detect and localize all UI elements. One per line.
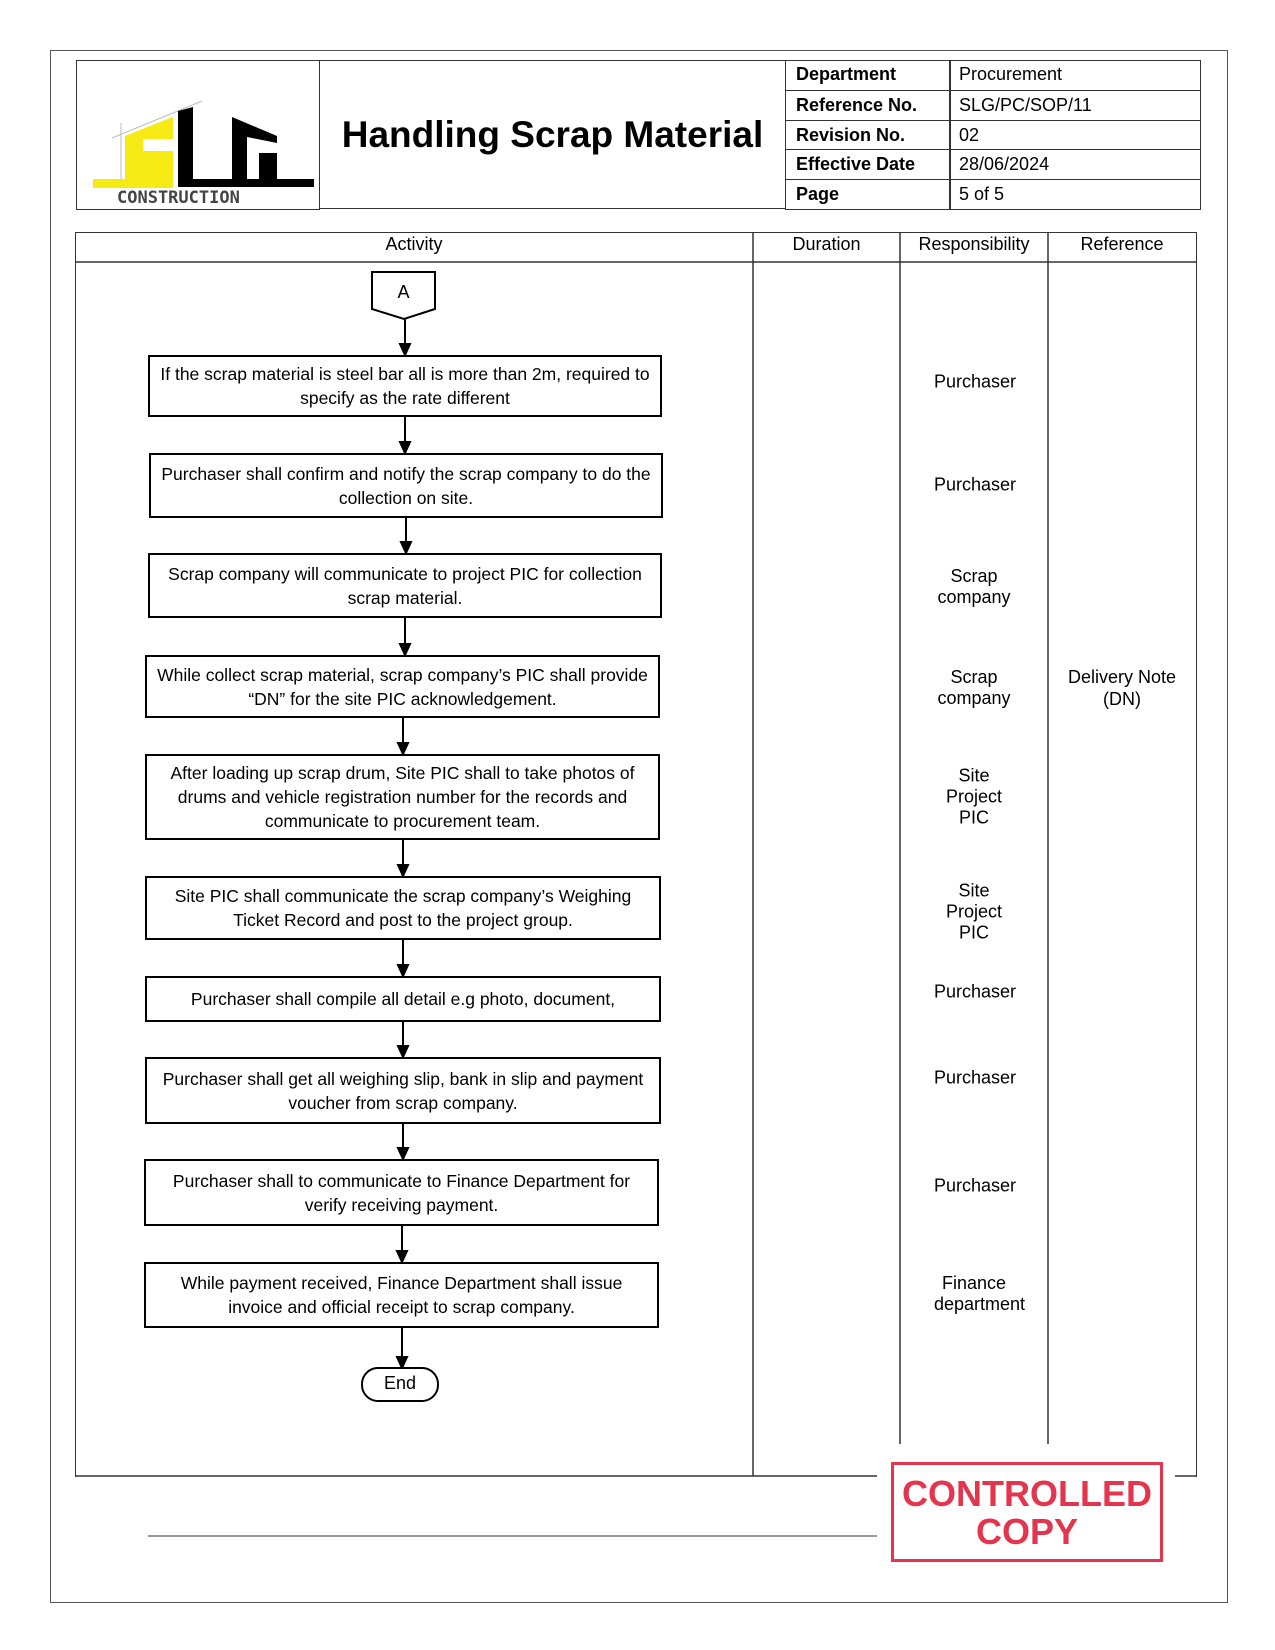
responsibility: Purchaser — [934, 1067, 1017, 1088]
end-label: End — [383, 1373, 417, 1393]
col-duration: Duration — [792, 234, 861, 254]
responsibility: Finance department — [934, 1273, 1026, 1314]
responsibility: Scrap company — [937, 667, 1011, 708]
responsibility: Site Project PIC — [945, 765, 1003, 828]
flow-arrows — [395, 319, 413, 1371]
info-row: Reference No. SLG/PC/SOP/11 — [786, 89, 1200, 121]
process-step: After loading up scrap drum, Site PIC sh… — [145, 754, 660, 840]
arrowhead — [396, 1147, 410, 1162]
info-table — [785, 60, 1201, 210]
process-step: Site PIC shall communicate the scrap com… — [145, 876, 661, 940]
arrowhead — [398, 643, 412, 658]
info-row: Revision No. 02 — [786, 119, 1200, 151]
responsibility: Purchaser — [934, 981, 1017, 1002]
slg-logo: CONSTRUCTION — [93, 100, 314, 208]
info-label: Reference No. — [796, 94, 918, 115]
info-value: Procurement — [959, 64, 1063, 84]
connector-label: A — [397, 282, 410, 302]
info-label: Page — [796, 184, 840, 205]
info-label: Department — [796, 64, 897, 84]
process-step: Purchaser shall compile all detail e.g p… — [145, 976, 661, 1022]
col-responsibility: Responsibility — [918, 234, 1030, 254]
arrowhead — [396, 964, 410, 979]
process-step: While payment received, Finance Departme… — [144, 1262, 659, 1328]
offpage-connector-a — [371, 271, 436, 321]
process-step: Scrap company will communicate to projec… — [148, 553, 662, 618]
process-step: While collect scrap material, scrap comp… — [145, 655, 660, 718]
logo-subtext: CONSTRUCTION — [117, 188, 240, 207]
arrowhead — [396, 742, 410, 757]
arrowhead — [399, 541, 413, 556]
reference: Delivery Note (DN) — [1067, 667, 1177, 709]
col-reference: Reference — [1080, 234, 1164, 254]
info-value: SLG/PC/SOP/11 — [959, 94, 1092, 115]
info-row: Department Procurement — [786, 60, 1200, 90]
arrowhead — [395, 1356, 409, 1371]
process-step: Purchaser shall to communicate to Financ… — [144, 1159, 659, 1226]
info-row: Effective Date 28/06/2024 — [786, 149, 1200, 180]
process-step: Purchaser shall get all weighing slip, b… — [145, 1057, 661, 1124]
responsibility: Scrap company — [937, 566, 1011, 607]
process-step: If the scrap material is steel bar all i… — [148, 355, 662, 417]
responsibility: Purchaser — [934, 1175, 1017, 1196]
col-activity: Activity — [385, 234, 443, 254]
info-label: Revision No. — [796, 124, 906, 145]
arrowhead — [398, 343, 412, 358]
arrowhead — [395, 1250, 409, 1265]
info-value: 02 — [959, 124, 980, 145]
process-step: Purchaser shall confirm and notify the s… — [149, 453, 663, 518]
end-terminator — [361, 1367, 439, 1402]
responsibility: Purchaser — [934, 474, 1017, 495]
arrowhead — [396, 1045, 410, 1060]
info-row: Page 5 of 5 — [786, 179, 1200, 210]
arrowhead — [396, 864, 410, 879]
responsibility: Purchaser — [934, 371, 1017, 392]
responsibility: Site Project PIC — [945, 880, 1003, 943]
logo-cell: CONSTRUCTION — [76, 60, 320, 210]
activity-table — [75, 232, 1197, 1477]
info-value: 5 of 5 — [959, 184, 1005, 205]
info-value: 28/06/2024 — [959, 154, 1050, 175]
arrowhead — [398, 441, 412, 456]
page-border — [50, 50, 1228, 1603]
info-label: Effective Date — [796, 154, 916, 175]
